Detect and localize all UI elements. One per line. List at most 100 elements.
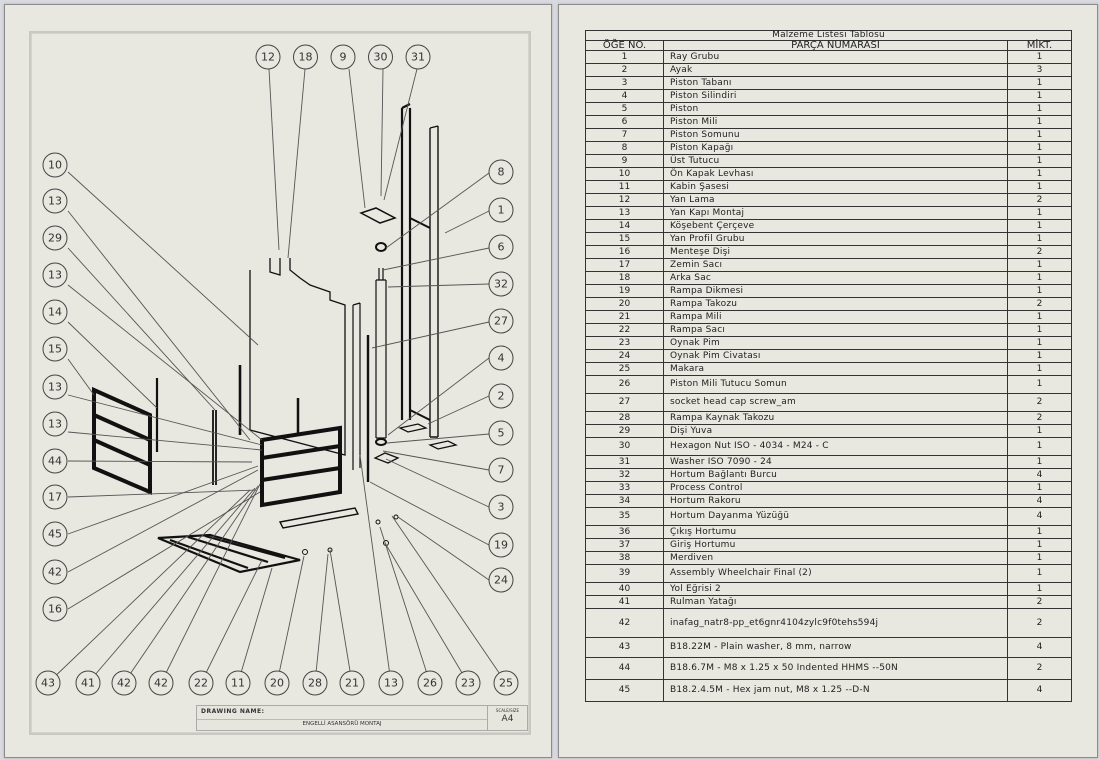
balloon-circle	[42, 262, 68, 288]
item-balloon: 42	[148, 670, 174, 696]
leader-line	[385, 458, 490, 508]
bom-part-name: Giriş Hortumu	[663, 538, 1008, 552]
bom-qty: 1	[1007, 310, 1072, 324]
piston-cylinder-part	[375, 279, 387, 439]
bom-part-name: Makara	[663, 362, 1008, 376]
bom-part-name: Dişi Yuva	[663, 424, 1008, 438]
bom-item-no: 42	[585, 608, 664, 638]
item-balloon: 23	[455, 670, 481, 696]
bom-item-no: 41	[585, 595, 664, 609]
leader-line	[444, 210, 490, 234]
bom-part-name: Zemin Sacı	[663, 258, 1008, 272]
bom-item-no: 32	[585, 468, 664, 482]
bom-item-no: 18	[585, 271, 664, 285]
balloon-label: 13	[384, 677, 398, 690]
leader-line	[47, 489, 251, 684]
balloon-label: 13	[48, 418, 62, 431]
item-balloon: 45	[42, 521, 68, 547]
item-balloon: 28	[302, 670, 328, 696]
balloon-label: 3	[498, 501, 505, 514]
balloon-circle	[488, 308, 514, 334]
bom-part-name: Piston Tabanı	[663, 76, 1008, 90]
bom-part-name: Process Control	[663, 481, 1008, 495]
balloon-label: 43	[41, 677, 55, 690]
bom-qty: 4	[1007, 679, 1072, 702]
balloon-circle	[42, 559, 68, 585]
balloon-circle	[42, 484, 68, 510]
item-balloon: 13	[42, 262, 68, 288]
leader-line	[387, 357, 490, 436]
bom-part-name: inafag_natr8-pp_et6gnr4104zylc9f0tehs594…	[663, 608, 1008, 638]
leader-line	[237, 567, 273, 684]
leader-line	[397, 516, 490, 581]
leader-line	[87, 487, 256, 684]
item-balloon: 26	[417, 670, 443, 696]
ramp-sheet-part	[157, 533, 301, 574]
balloon-label: 9	[340, 51, 347, 64]
drawing-name-label: DRAWING NAME:	[201, 708, 265, 715]
item-balloon: 5	[488, 420, 514, 446]
item-balloon: 20	[264, 670, 290, 696]
leader-line	[385, 172, 490, 249]
balloon-circle	[417, 670, 443, 696]
leader-line	[371, 321, 490, 349]
item-balloon: 9	[330, 44, 356, 70]
bom-item-no: 43	[585, 637, 664, 658]
leader-line	[67, 489, 257, 498]
bom-part-name: Oynak Pim Civatası	[663, 349, 1008, 363]
bom-qty: 1	[1007, 437, 1072, 456]
balloon-label: 6	[498, 241, 505, 254]
ramp-block-part	[302, 549, 308, 555]
bom-part-name: Oynak Pim	[663, 336, 1008, 350]
bom-part-name: Üst Tutucu	[663, 154, 1008, 168]
side-strip-part	[352, 302, 361, 470]
bom-item-no: 9	[585, 154, 664, 168]
balloon-label: 29	[48, 232, 62, 245]
leader-line	[383, 68, 418, 201]
balloon-label: 13	[48, 195, 62, 208]
bill-of-materials-table: Malzeme Listesi Tablosu ÖĞE NO. PARÇA NU…	[585, 30, 1072, 702]
bom-qty: 1	[1007, 284, 1072, 298]
item-balloon: 17	[42, 484, 68, 510]
bom-qty: 1	[1007, 582, 1072, 596]
item-balloon: 41	[75, 670, 101, 696]
bom-part-name: Rampa Sacı	[663, 323, 1008, 337]
balloon-label: 42	[154, 677, 168, 690]
balloon-label: 5	[498, 427, 505, 440]
bom-part-name: Piston Somunu	[663, 128, 1008, 142]
item-balloon: 18	[293, 44, 318, 70]
balloon-label: 16	[48, 603, 62, 616]
piston-cap-part	[375, 242, 387, 252]
balloon-label: 4	[498, 352, 505, 365]
balloon-label: 18	[299, 51, 313, 64]
leader-line	[67, 465, 259, 535]
bom-qty: 1	[1007, 141, 1072, 155]
bom-part-name: socket head cap screw_am	[663, 393, 1008, 412]
bom-qty: 1	[1007, 349, 1072, 363]
drawing-name-cell: DRAWING NAME: ENGELLİ ASANSÖRÜ MONTAJ	[197, 706, 488, 730]
balloon-leader-lines	[47, 68, 507, 684]
item-balloon: 11	[225, 670, 251, 696]
bom-item-no: 4	[585, 89, 664, 103]
bom-part-name: B18.22M - Plain washer, 8 mm, narrow	[663, 637, 1008, 658]
bom-item-no: 1	[585, 50, 664, 64]
leader-line	[387, 283, 490, 288]
leader-line	[67, 321, 158, 409]
bom-item-no: 25	[585, 362, 664, 376]
bom-title: Malzeme Listesi Tablosu	[585, 30, 1072, 41]
balloon-circle	[225, 670, 251, 696]
item-balloon: 12	[255, 44, 281, 70]
